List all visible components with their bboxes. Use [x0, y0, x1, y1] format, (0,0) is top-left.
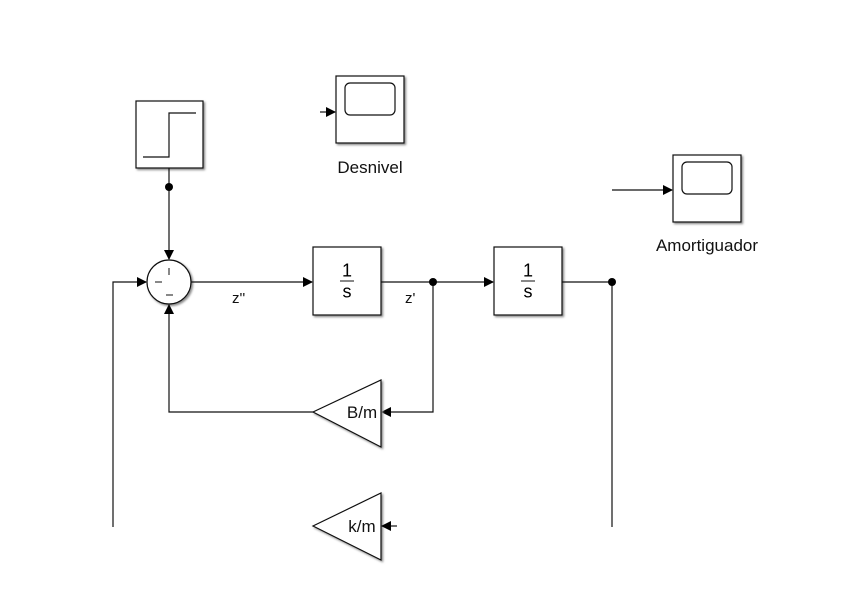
branch-point-zd [429, 278, 437, 286]
gain-k-label: k/m [348, 517, 376, 536]
scope-amortiguador-screen-icon [681, 161, 733, 195]
wire-left-feedback [112, 277, 147, 527]
wire-b-sum [164, 304, 313, 413]
signal-label-zdd: z'' [232, 290, 246, 307]
scope-desnivel-screen-icon [344, 82, 396, 116]
gain-b-block[interactable] [311, 379, 382, 448]
gain-b-label: B/m [346, 403, 378, 422]
scope-amortiguador-block[interactable] [672, 154, 742, 223]
scope-desnivel-block[interactable] [335, 75, 405, 144]
integrator-2-block[interactable] [493, 246, 563, 316]
branch-point-z [608, 278, 616, 286]
sum-block[interactable] [146, 259, 192, 305]
scope-desnivel-label: Desnivel [337, 158, 403, 177]
wire-zd-feedback [381, 282, 434, 417]
step-icon [143, 112, 196, 158]
branch-point-step [165, 183, 173, 191]
scope-amortiguador-label: Amortiguador [655, 236, 759, 255]
signal-label-zd: z' [405, 290, 416, 307]
